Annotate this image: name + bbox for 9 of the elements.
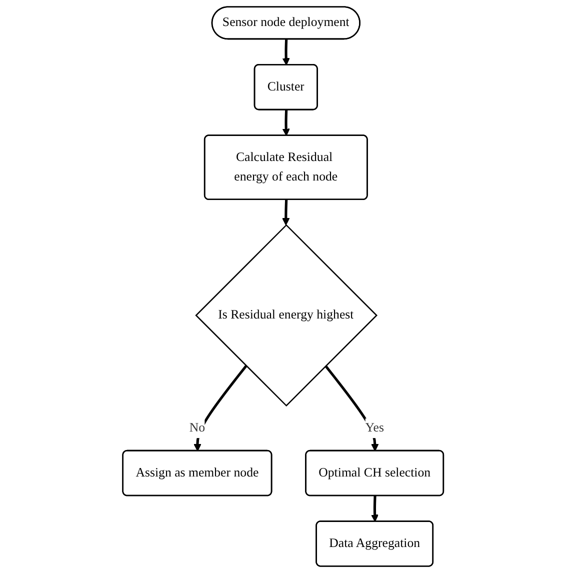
arrow xyxy=(325,365,380,452)
edge-label: Yes xyxy=(366,421,384,435)
arrow xyxy=(371,496,379,522)
arrow xyxy=(282,110,290,136)
arrow xyxy=(282,39,290,66)
arrow xyxy=(282,200,290,226)
node-diamond: Is Residual energy highest xyxy=(196,224,378,407)
arrow xyxy=(194,365,248,452)
edge-label: No xyxy=(190,421,206,435)
